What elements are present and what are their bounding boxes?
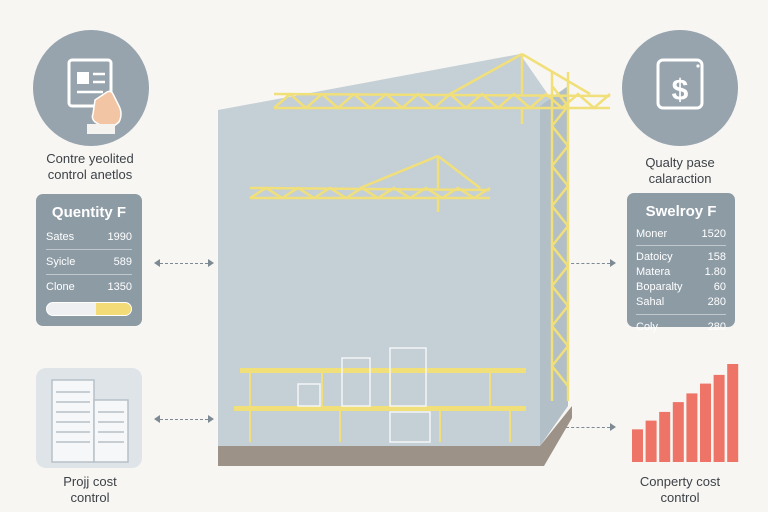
rising-bar (632, 429, 643, 462)
row-value: 589 (113, 256, 132, 268)
ground-slab (218, 406, 572, 466)
row-value: 1520 (701, 228, 726, 240)
divider (46, 249, 132, 250)
row-label: Sahal (636, 296, 665, 308)
swelroy-row: Matera 1.80 (636, 266, 726, 278)
swelroy-row: Moner 1520 (636, 228, 726, 240)
rising-bar (672, 402, 684, 462)
office-building-icon (51, 379, 129, 463)
building-frames (297, 347, 431, 443)
row-label: Syicle (46, 256, 76, 268)
caption-top-left-line1: Contre yeolited (46, 151, 134, 166)
swelroy-row: Datoicy 158 (636, 251, 726, 263)
caption-top-right: Qualty pase calaraction (605, 155, 755, 187)
row-label: Moner (636, 228, 668, 240)
quantity-progress-fill (95, 303, 131, 315)
row-value: 1990 (107, 231, 132, 243)
row-value: 1.80 (704, 266, 726, 278)
connector-arrow-left-card (154, 259, 214, 267)
dollar-icon: $ (671, 74, 689, 107)
row-label: Clone (46, 281, 75, 293)
row-label: Matera (636, 266, 671, 278)
caption-top-right-line2: calaraction (648, 171, 712, 186)
caption-bottom-right-line1: Conperty cost (639, 474, 721, 489)
caption-top-right-line1: Qualty pase (645, 155, 715, 170)
document-hand-circle (33, 30, 149, 146)
row-value: 1350 (107, 281, 132, 293)
divider (46, 274, 132, 275)
rising-bar (686, 393, 698, 462)
caption-bottom-right: Conperty cost control (605, 474, 755, 506)
caption-top-left-line2: control anetlos (47, 167, 133, 182)
rising-bars-graphic (632, 364, 739, 462)
row-value: 158 (707, 251, 726, 263)
quantity-row: Clone 1350 (46, 281, 132, 293)
lower-crane-jib (249, 154, 491, 212)
caption-bottom-left-line2: control (70, 490, 110, 505)
caption-bottom-left: Projj cost control (15, 474, 165, 506)
quantity-row: Syicle 589 (46, 256, 132, 268)
connector-arrow-left-building (154, 415, 214, 423)
row-value: 280 (707, 296, 726, 308)
dollar-circle: $ (622, 30, 738, 146)
dollar-frame-icon (656, 58, 704, 110)
rising-bar (700, 383, 711, 462)
swelroy-card: Swelroy F Moner 1520 Datoicy 158 Matera … (627, 193, 735, 333)
swelroy-card-title: Swelroy F (645, 203, 717, 220)
row-value: 60 (713, 281, 726, 293)
caption-top-left: Contre yeolited control anetlos (15, 151, 165, 183)
swelroy-row: Boparalty 60 (636, 281, 726, 293)
swelroy-row: Coly 280 (636, 321, 726, 333)
divider (636, 314, 726, 315)
document-hand-icon (67, 58, 122, 134)
row-label: Coly (636, 321, 659, 333)
row-value: 280 (707, 321, 726, 333)
quantity-card: Quentity F Sates 1990 Syicle 589 Clone 1… (36, 194, 142, 326)
building-wall (218, 54, 556, 446)
rising-bar (727, 364, 739, 462)
divider (636, 245, 726, 246)
rising-bar (659, 411, 671, 462)
quantity-row: Sates 1990 (46, 231, 132, 243)
swelroy-row: Sahal 280 (636, 296, 726, 308)
quantity-progress-bar (46, 302, 132, 316)
construction-illustration (218, 52, 611, 466)
row-label: Datoicy (636, 251, 673, 263)
quantity-card-title: Quentity F (51, 204, 127, 221)
office-building-tile (36, 368, 142, 468)
rising-bar (645, 420, 657, 462)
connector-arrow-right-card (566, 259, 616, 267)
upper-crane-jib (273, 52, 611, 124)
crane-tower (550, 72, 570, 401)
row-label: Sates (46, 231, 75, 243)
caption-bottom-right-line2: control (660, 490, 700, 505)
rising-bar (713, 374, 725, 462)
connector-arrow-right-bars (566, 423, 616, 431)
caption-bottom-left-line1: Projj cost (63, 474, 117, 489)
row-label: Boparalty (636, 281, 683, 293)
